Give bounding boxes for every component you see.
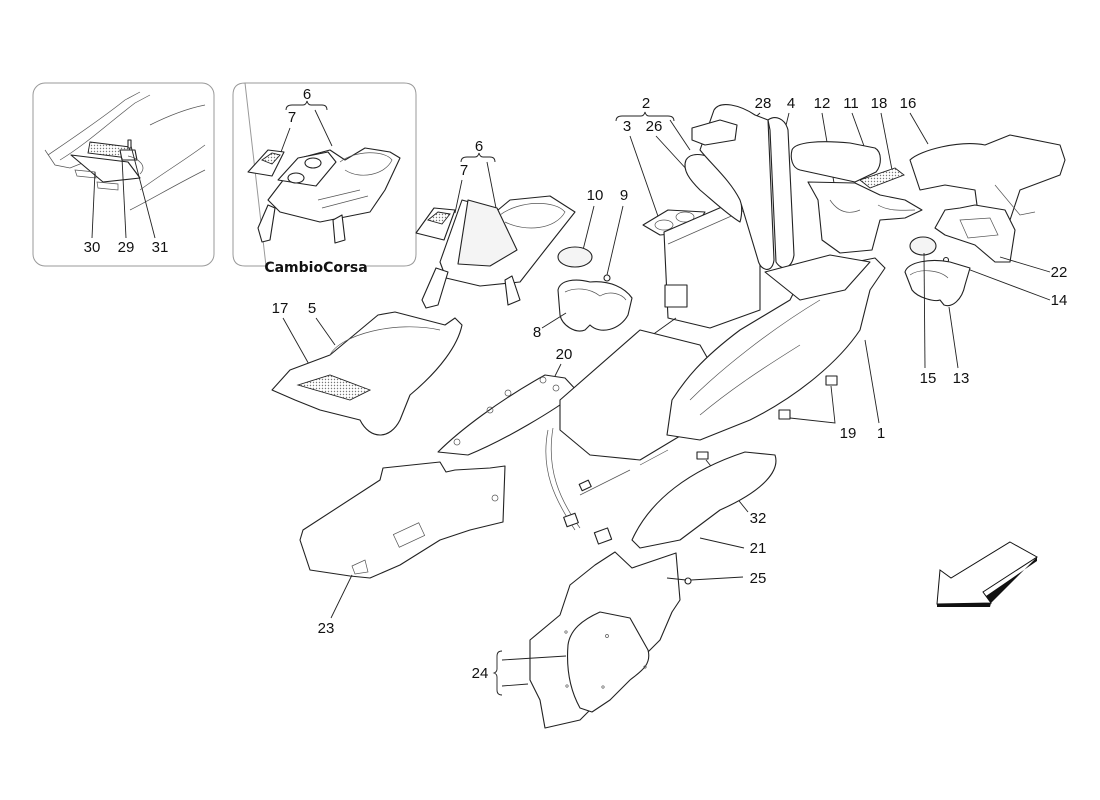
part-19-clip-a <box>825 375 838 386</box>
callout-22: 22 <box>1051 264 1068 281</box>
callout-28: 28 <box>755 95 772 112</box>
part-group-rear: 12 11 18 16 22 14 15 13 <box>790 95 1068 387</box>
part-group-24-25: 25 24 <box>472 551 767 729</box>
callout-16: 16 <box>900 95 917 112</box>
part-12-bin <box>807 181 923 254</box>
callout-3: 3 <box>623 118 631 135</box>
inset-callout-29: 29 <box>118 239 135 256</box>
part-32-switch <box>696 451 709 460</box>
part-5-trim <box>271 311 463 436</box>
part-22-bracket <box>934 204 1016 263</box>
part-23-side-panel <box>299 461 506 579</box>
callout-15: 15 <box>920 370 937 387</box>
callout-32: 32 <box>750 510 767 527</box>
callout-19: 19 <box>840 425 857 442</box>
armrest-latch <box>664 284 688 308</box>
inset-cambiocorsa-panel: CambioCorsa 6 7 <box>232 82 417 276</box>
part-17-mat <box>296 374 372 401</box>
part-25-plug <box>684 577 692 585</box>
part-19-clip-b <box>778 409 791 420</box>
part-group-8-9-10: 10 9 8 <box>533 187 633 341</box>
part-24-panel-front <box>567 611 650 713</box>
part-group-1-console: 1 19 32 <box>545 254 886 545</box>
inset-caption-cambiocorsa: CambioCorsa <box>264 260 367 276</box>
part-13-cupholder <box>904 259 971 307</box>
part-11-armrest-pad <box>790 141 881 183</box>
callout-5: 5 <box>308 300 316 317</box>
part-15-mat <box>909 236 937 256</box>
part-28-clip <box>691 119 738 146</box>
part-10-mat <box>557 246 593 268</box>
callout-20: 20 <box>556 346 573 363</box>
callout-2: 2 <box>642 95 650 112</box>
part-8-cupholder <box>557 279 633 332</box>
callout-6: 6 <box>475 138 483 155</box>
front-direction-arrow-icon <box>936 541 1038 607</box>
inset-callout-31: 31 <box>152 239 169 256</box>
callout-14: 14 <box>1051 292 1068 309</box>
callout-9: 9 <box>620 187 628 204</box>
inset-callout-7: 7 <box>288 109 296 126</box>
part-group-5-17: 17 5 <box>271 300 463 436</box>
part-20-panel <box>437 374 579 456</box>
callout-23: 23 <box>318 620 335 637</box>
callout-4: 4 <box>787 95 795 112</box>
callout-1: 1 <box>877 425 885 442</box>
callout-17: 17 <box>272 300 289 317</box>
callout-24: 24 <box>472 665 489 682</box>
callout-7: 7 <box>460 162 468 179</box>
part-9-fastener <box>603 274 611 282</box>
part-21-panel <box>631 451 777 549</box>
part-1-console-shell <box>666 257 886 441</box>
callout-8: 8 <box>533 324 541 341</box>
part-group-20: 20 <box>437 346 579 456</box>
callout-25: 25 <box>750 570 767 587</box>
callout-21: 21 <box>750 540 767 557</box>
part-31-screw <box>127 139 132 149</box>
part-group-6-7: 6 7 <box>415 138 576 309</box>
part-18-mat <box>859 167 905 189</box>
part-group-21: 21 <box>631 451 777 557</box>
inset-callout-6: 6 <box>303 86 311 103</box>
callout-18: 18 <box>871 95 888 112</box>
callout-13: 13 <box>953 370 970 387</box>
part-group-23: 23 <box>299 461 506 637</box>
part-4-strip <box>767 117 795 269</box>
callout-26: 26 <box>646 118 663 135</box>
callout-12: 12 <box>814 95 831 112</box>
callout-11: 11 <box>843 95 859 112</box>
callout-10: 10 <box>587 187 604 204</box>
inset-callout-30: 30 <box>84 239 101 256</box>
inset-left-panel: 30 29 31 <box>32 82 215 267</box>
